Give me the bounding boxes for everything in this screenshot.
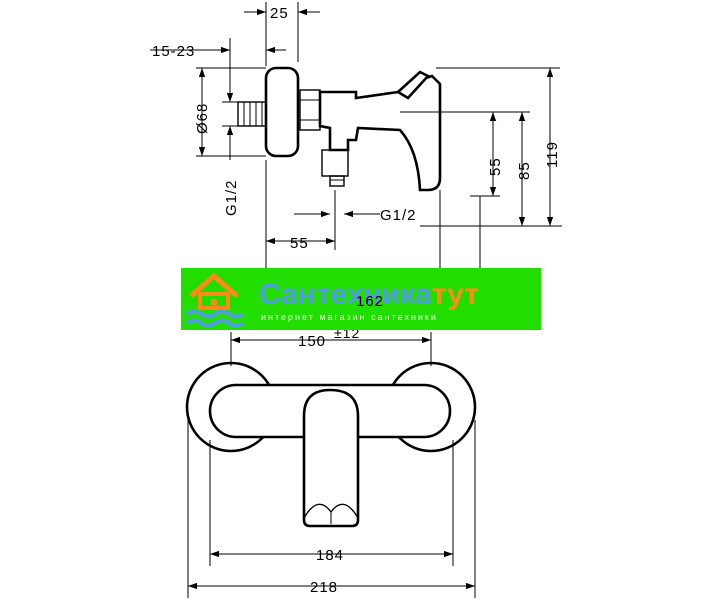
dim-25-label: 25 (270, 5, 289, 22)
mixer-body (318, 74, 442, 192)
front-view (185, 361, 477, 528)
wall-rosette (264, 66, 300, 158)
dim-55-vertical-label: 55 (487, 157, 504, 176)
dim-218: 218 (187, 420, 476, 598)
front-lever (302, 388, 360, 528)
house-logo-icon (185, 272, 243, 328)
threaded-stub (237, 101, 267, 127)
dim-diameter-68-label: Ø68 (194, 103, 211, 134)
dim-15-23-label: 15-23 (152, 43, 195, 60)
dim-150: 150 ±12 (230, 325, 432, 366)
watermark-banner: Сантехникатут интернет магазин сантехник… (181, 268, 541, 330)
dim-55-horizontal: 55 (265, 160, 336, 278)
dim-15-23: 15-23 (150, 38, 286, 100)
watermark-subtitle: интернет магазин сантехники (261, 312, 438, 322)
dim-218-label: 218 (310, 579, 338, 596)
dim-55-horizontal-label: 55 (290, 235, 309, 252)
side-view (237, 66, 442, 192)
lever-handle (395, 70, 431, 100)
outlet (321, 149, 349, 177)
dim-25: 25 (244, 2, 320, 62)
connection-nut (299, 89, 321, 131)
dim-119-label: 119 (544, 141, 561, 168)
watermark-brand-suffix: тут (431, 278, 479, 311)
dim-85-label: 85 (516, 161, 533, 180)
dim-g12-right-label: G1/2 (380, 207, 417, 224)
watermark-brand-main: Сантехника (259, 278, 432, 311)
outlet-thread (329, 175, 345, 187)
dim-184: 184 (209, 440, 454, 566)
dim-vertical-right: 55 85 119 (400, 67, 562, 318)
dim-diameter-68: Ø68 (194, 67, 266, 157)
dim-g12-left: G1/2 (222, 84, 240, 216)
dim-g12-right: G1/2 (294, 207, 417, 224)
dim-184-label: 184 (316, 547, 344, 564)
watermark-brand: Сантехникатут (259, 278, 479, 312)
dim-150-label: 150 (298, 333, 326, 350)
dim-g12-left-label: G1/2 (223, 179, 240, 216)
